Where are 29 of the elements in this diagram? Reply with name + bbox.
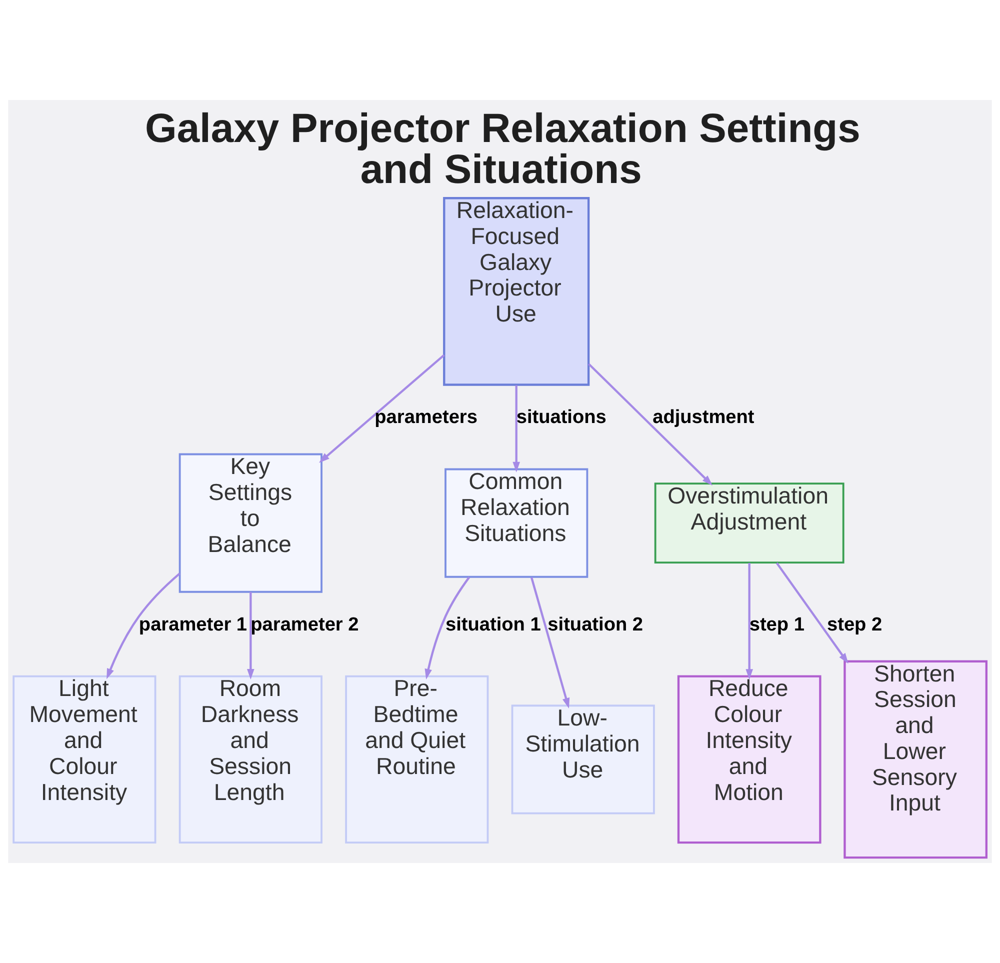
node-box: Room Darkness and Session Length [178,675,322,844]
edge-label: step 2 [827,614,882,636]
arrow [588,363,713,486]
node-box: Low-Stimulation Use [511,704,655,814]
edge-label: situation 1 [446,614,541,636]
edge-label: parameter 2 [250,614,359,636]
arrow [776,562,848,664]
edge-label: situations [516,407,606,428]
node-box: Shorten Session and Lower Sensory Input [844,660,988,859]
node-box: Key Settings to Balance [178,453,322,593]
node-box: Common Relaxation Situations [444,468,588,578]
edge-label: parameters [374,407,478,428]
arrow [319,354,445,463]
arrow [424,576,470,680]
node-box: Pre-Bedtime and Quiet Routine [345,675,489,844]
arrow [512,385,520,472]
edge-label: parameter 1 [138,614,248,636]
arrow [746,563,754,680]
node-box: Reduce Colour Intensity and Motion [677,675,822,844]
arrow [246,592,254,680]
node-box: Overstimulation Adjustment [654,482,844,564]
node-box: Relaxation-Focused Galaxy Projector Use [443,197,590,386]
edge-label: situation 2 [548,614,644,636]
arrow [530,577,570,708]
edge-label: adjustment [652,407,754,428]
arrow [106,572,180,680]
node-box: Light Movement and Colour Intensity [12,675,156,844]
edge-label: step 1 [749,614,804,636]
diagram-title: Galaxy Projector Relaxation Settings and Situations [145,105,860,192]
